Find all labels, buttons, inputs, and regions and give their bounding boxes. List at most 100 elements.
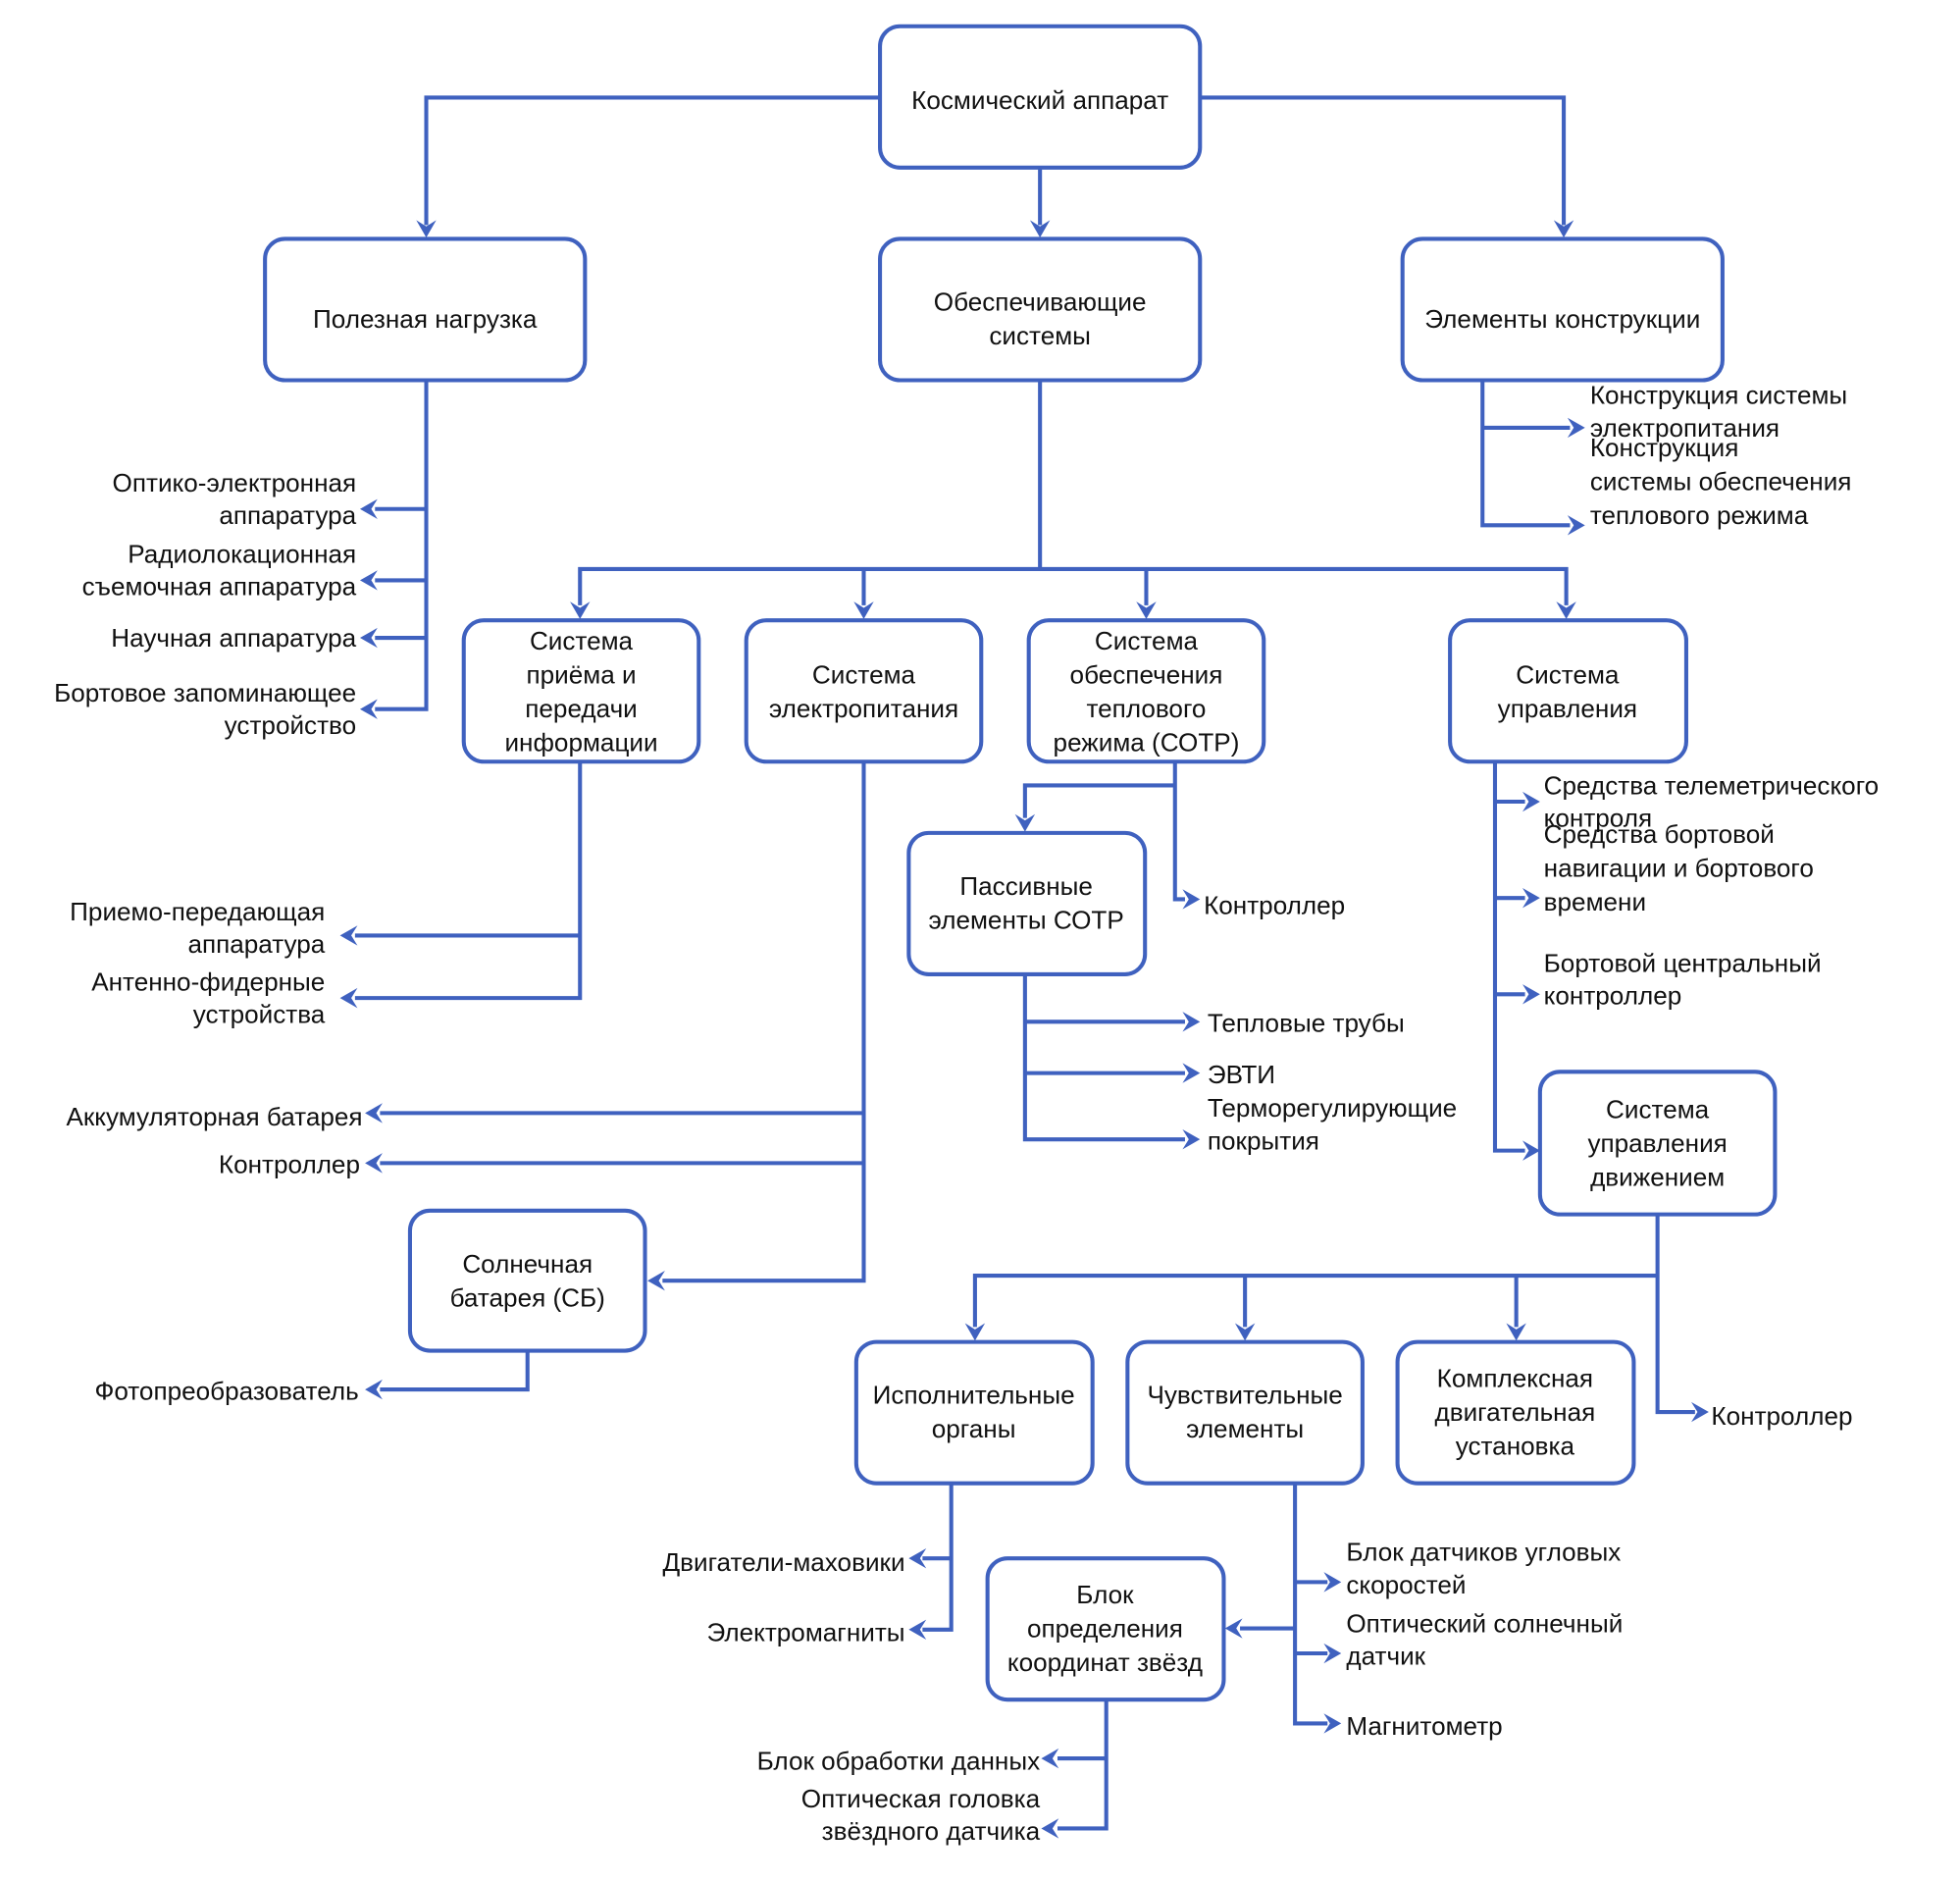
label-line: батарея (СБ) [450,1282,605,1312]
label-line: системы [989,321,1091,350]
leaf-reaction-wheels[interactable]: Двигатели-маховики [662,1547,904,1577]
leaf-heat-pipes[interactable]: Тепловые трубы [1208,1009,1405,1038]
node-payload[interactable]: Полезная нагрузка [263,236,588,383]
label-line: элементы [1186,1414,1304,1443]
connector-control-trunk [1492,761,1525,1153]
label-line: Магнитометр [1346,1711,1502,1741]
arrow-actuators-2-icon [908,1619,927,1641]
label-line: ЭВТИ [1208,1060,1275,1089]
node-root[interactable]: Космический аппарат [878,24,1203,170]
arrow-control-2-icon [1522,887,1540,909]
arrow-to-comms-icon [570,601,591,619]
label-line: аппаратура [187,929,325,959]
leaf-motion-controller[interactable]: Контроллер [1711,1401,1852,1431]
label-line: передачи [525,694,637,723]
label-line: Контроллер [1711,1401,1852,1431]
arrow-structure-1-icon [1567,417,1585,439]
label-line: Солнечная [462,1249,593,1279]
label-line: Средства бортовой [1544,819,1775,849]
label-line: Система [1095,626,1199,655]
label-line: электропитания [769,694,958,723]
connector-sensors-trunk [1293,1483,1328,1726]
node-power-system[interactable]: Система электропитания [744,618,984,764]
arrow-to-support-icon [1029,220,1051,238]
leaf-battery[interactable]: Аккумуляторная батарея [66,1102,362,1131]
node-power-system-label: Система электропитания [769,660,958,723]
arrow-motion-controller-icon [1691,1401,1709,1423]
label-line: Аккумуляторная батарея [66,1102,362,1131]
leaf-magnetorquers[interactable]: Электромагниты [706,1617,904,1646]
connector-actuators-trunk [922,1483,954,1632]
arrow-passive-1-icon [1182,1012,1201,1032]
label-line: управления [1587,1128,1727,1158]
leaf-photoconverter[interactable]: Фотопреобразователь [94,1376,358,1405]
leaf-thermal-controller[interactable]: Контроллер [1204,891,1345,920]
connector-thermal-passive [1022,783,1175,818]
connector-structure-trunk [1480,380,1571,528]
leaf-data-processing-unit[interactable]: Блок обработки данных [757,1747,1041,1776]
leaf-power-controller[interactable]: Контроллер [219,1150,360,1179]
leaf-mli[interactable]: ЭВТИ [1208,1060,1275,1089]
arrow-to-payload-icon [416,220,437,238]
label-line: Контроллер [1204,891,1345,920]
label-line: двигательная [1434,1397,1595,1427]
arrow-structure-2-icon [1567,515,1585,536]
arrow-power-2-icon [365,1153,383,1174]
connector-thermal-trunk [1172,761,1185,902]
node-structure-label: Элементы конструкции [1424,304,1700,334]
label-line: управления [1498,694,1637,723]
arrow-sensors-2-icon [1323,1643,1342,1664]
arrow-to-control-icon [1556,601,1576,619]
node-payload-label: Полезная нагрузка [313,304,538,334]
arrow-comms-1-icon [339,925,358,946]
arrow-to-propulsion-icon [1506,1323,1526,1341]
label-line: Бортовой центральный [1544,948,1822,977]
label-line: теплового [1087,694,1207,723]
label-line: Оптический солнечный [1346,1608,1623,1638]
leaf-scientific-equipment[interactable]: Научная аппаратура [111,623,356,653]
label-line: Система [1516,660,1620,690]
connector-motion-trunk [1655,1214,1695,1415]
label-line: Пассивные [959,871,1093,901]
node-structure[interactable]: Элементы конструкции [1400,236,1725,383]
node-control-system[interactable]: Система управления [1448,618,1688,764]
label-line: покрытия [1208,1125,1319,1155]
label-line: Система [812,660,916,690]
label-line: движением [1590,1162,1725,1191]
label-line: Оптико-электронная [113,468,357,497]
connector-star-trunk [1057,1699,1109,1831]
label-line: Полезная нагрузка [313,304,538,334]
connector-support-bus [578,566,1569,605]
arrow-passive-2-icon [1182,1063,1201,1083]
leaf-magnetometer[interactable]: Магнитометр [1346,1711,1502,1741]
label-line: обеспечения [1070,660,1223,690]
arrow-control-3-icon [1522,984,1540,1005]
